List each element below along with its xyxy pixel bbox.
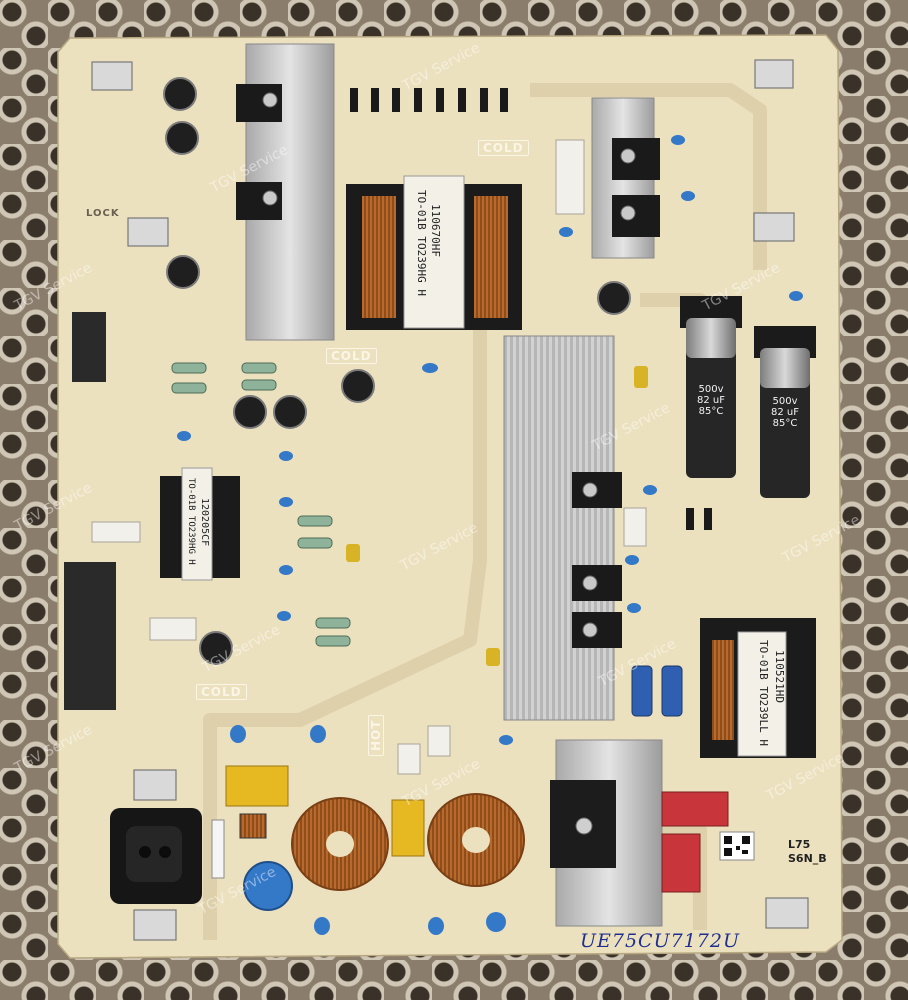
handwritten-model-number: UE75CU7172U	[580, 930, 740, 952]
silkscreen-cold-mid: COLD	[326, 348, 377, 364]
bulk-cap-right-voltage: 500v	[772, 396, 798, 407]
connectors	[64, 312, 116, 710]
pfc-transformer-label-2: TO-01B TO239LL H	[757, 640, 770, 746]
pfc-transformer	[700, 618, 816, 758]
blue-power-resistors	[631, 665, 683, 717]
x-capacitors	[225, 765, 425, 857]
main-transformer	[346, 175, 522, 330]
silkscreen-cold-top: COLD	[478, 140, 529, 156]
varistor	[243, 861, 293, 911]
qr-sticker	[719, 831, 755, 861]
standby-transformer-label-2: TO-01B TO239HG H	[186, 478, 196, 565]
common-mode-chokes	[291, 793, 525, 891]
silkscreen-cold-bottom: COLD	[196, 684, 247, 700]
main-transformer-label-2: TO-01B TO239HG H	[415, 190, 428, 296]
white-ceramic-parts	[91, 139, 647, 775]
silkscreen-lock: LOCK	[86, 208, 120, 219]
model-code: L75	[788, 838, 811, 851]
bulk-cap-left-text: 500v 82 uF 85°C	[693, 384, 729, 417]
mounting-clips	[91, 59, 809, 941]
fuse	[211, 819, 225, 879]
bulk-cap-right-text: 500v 82 uF 85°C	[767, 396, 803, 429]
relay-capacitors-red	[661, 791, 729, 893]
bulk-cap-left-capacitance: 82 uF	[697, 395, 725, 406]
resistors	[171, 362, 351, 647]
bulk-cap-left-voltage: 500v	[698, 384, 724, 395]
y-capacitors-small	[177, 135, 803, 935]
small-electrolytic-capacitors	[163, 77, 631, 665]
silkscreen-hot: HOT	[368, 714, 384, 756]
pfc-transformer-label-1: 110521HD	[773, 650, 786, 703]
standby-transformer	[160, 467, 240, 581]
bulk-cap-right-capacitance: 82 uF	[771, 407, 799, 418]
diode-row	[350, 88, 712, 530]
model-rev: S6N_B	[788, 852, 827, 865]
heatsink-center	[503, 335, 615, 721]
bulk-cap-right-temp: 85°C	[772, 418, 798, 429]
bulk-capacitors	[680, 296, 816, 498]
main-transformer-label-1: 110670HF	[429, 204, 442, 257]
bulk-cap-left-temp: 85°C	[698, 406, 724, 417]
ac-inlet	[110, 808, 202, 904]
standby-transformer-label-1: 120205CF	[199, 498, 210, 547]
